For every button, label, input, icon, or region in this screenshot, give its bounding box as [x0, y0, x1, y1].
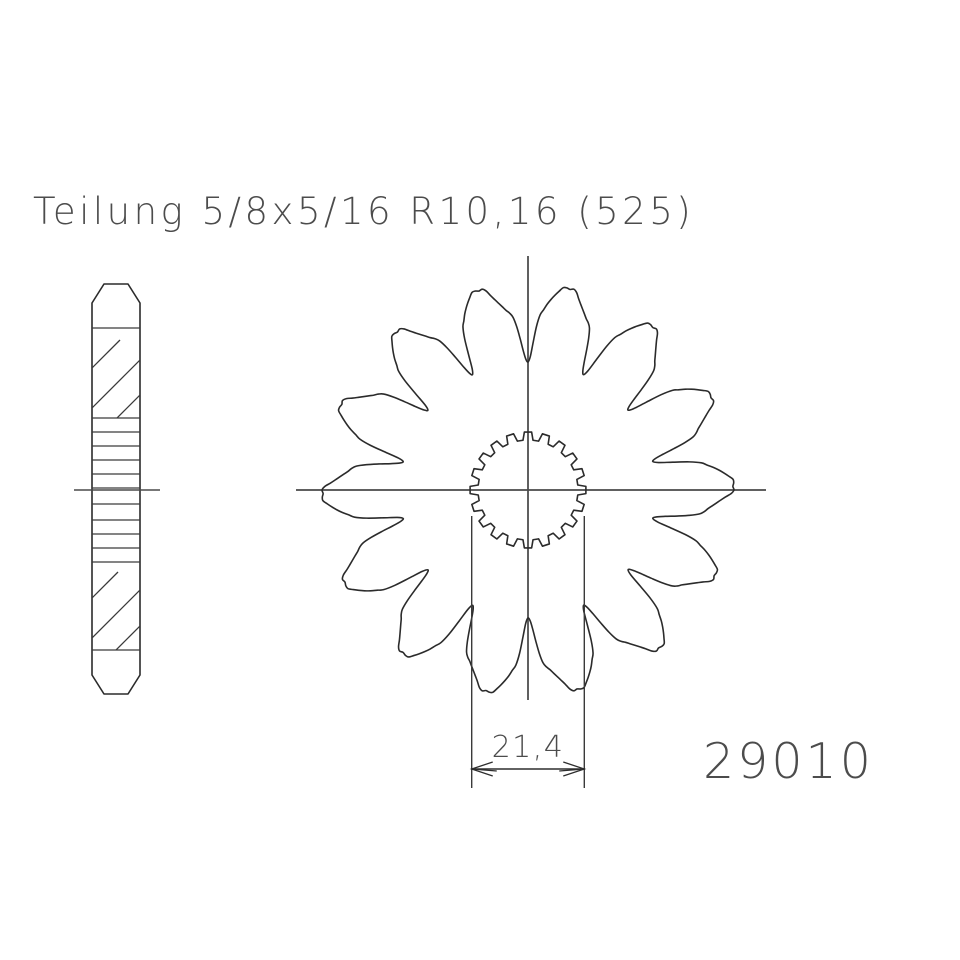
- sprocket-outline: [321, 286, 735, 694]
- side-profile-outline: [91, 283, 141, 695]
- dimension-annotation: 21,4: [469, 516, 587, 788]
- side-section-view: [74, 283, 160, 695]
- front-face-view: [296, 256, 766, 700]
- drawing-title: Teilung 5/8x5/16 R10,16 (525): [33, 190, 694, 233]
- side-hatch-bottom-fill: [92, 571, 140, 650]
- side-spline-lines: [92, 431, 140, 549]
- part-number-label: 29010: [703, 733, 874, 790]
- spline-bore-outline: [469, 431, 587, 549]
- side-hatch-top-fill: [92, 339, 140, 418]
- dim-arrow-left-tail: [471, 768, 497, 772]
- dimension-value-label: 21,4: [492, 730, 565, 765]
- dim-arrow-right-tail: [559, 768, 585, 772]
